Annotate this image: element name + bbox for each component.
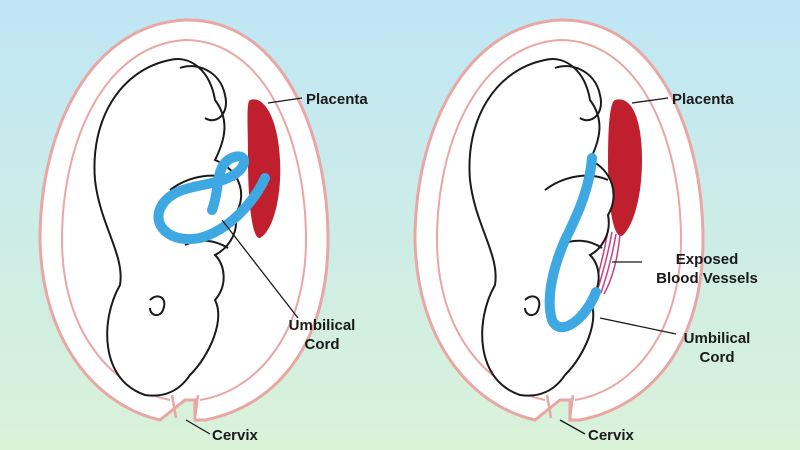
left-diagram — [40, 20, 328, 434]
umbilical-cord-label-left: Umbilical Cord — [286, 316, 358, 354]
cord-label-line1: Umbilical — [286, 316, 358, 335]
cord-label-line2: Cord — [676, 348, 758, 367]
umbilical-cord-label-right: Umbilical Cord — [676, 329, 758, 367]
cervix-label-right: Cervix — [588, 426, 634, 445]
vessels-label-line2: Blood Vessels — [644, 269, 770, 288]
placenta-label-right: Placenta — [672, 90, 734, 109]
exposed-vessels-label: Exposed Blood Vessels — [644, 250, 770, 288]
cervix-label-left: Cervix — [212, 426, 258, 445]
cord-label-line2: Cord — [286, 335, 358, 354]
cord-label-line1: Umbilical — [676, 329, 758, 348]
vessels-label-line1: Exposed — [644, 250, 770, 269]
placenta-label-left: Placenta — [306, 90, 368, 109]
right-diagram — [415, 20, 703, 434]
